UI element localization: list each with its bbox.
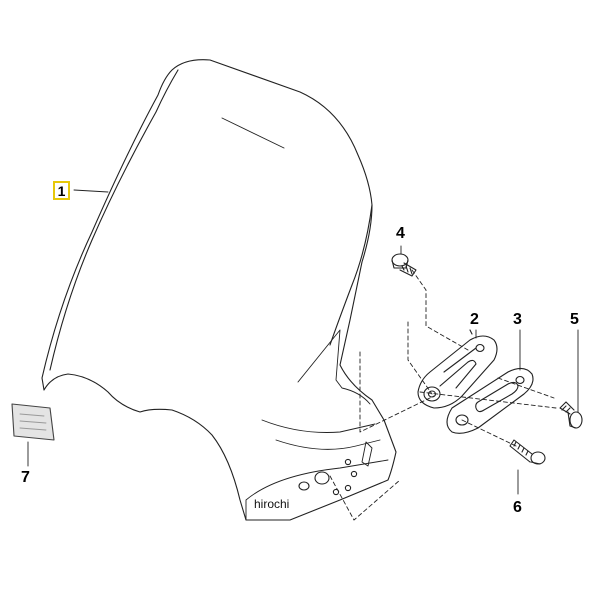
screw-part-4: [391, 253, 417, 277]
screw-part-6: [509, 439, 546, 465]
screw-part-5: [559, 401, 583, 429]
callout-2: 2: [470, 311, 479, 328]
watermark-text: hirochi: [254, 497, 290, 511]
label-plate-part-7: [11, 403, 55, 441]
leader-lines: [27, 189, 579, 495]
callout-3: 3: [513, 311, 522, 328]
callout-5: 5: [570, 311, 579, 328]
callout-1: 1: [53, 181, 70, 200]
callout-7: 7: [21, 469, 30, 486]
assembly-lines: [329, 269, 557, 521]
callout-4: 4: [396, 225, 405, 242]
bracket-part-2: [417, 329, 498, 409]
clamp-plate-part-3: [446, 367, 534, 434]
windscreen-part: [41, 59, 397, 521]
callout-6: 6: [513, 499, 522, 516]
